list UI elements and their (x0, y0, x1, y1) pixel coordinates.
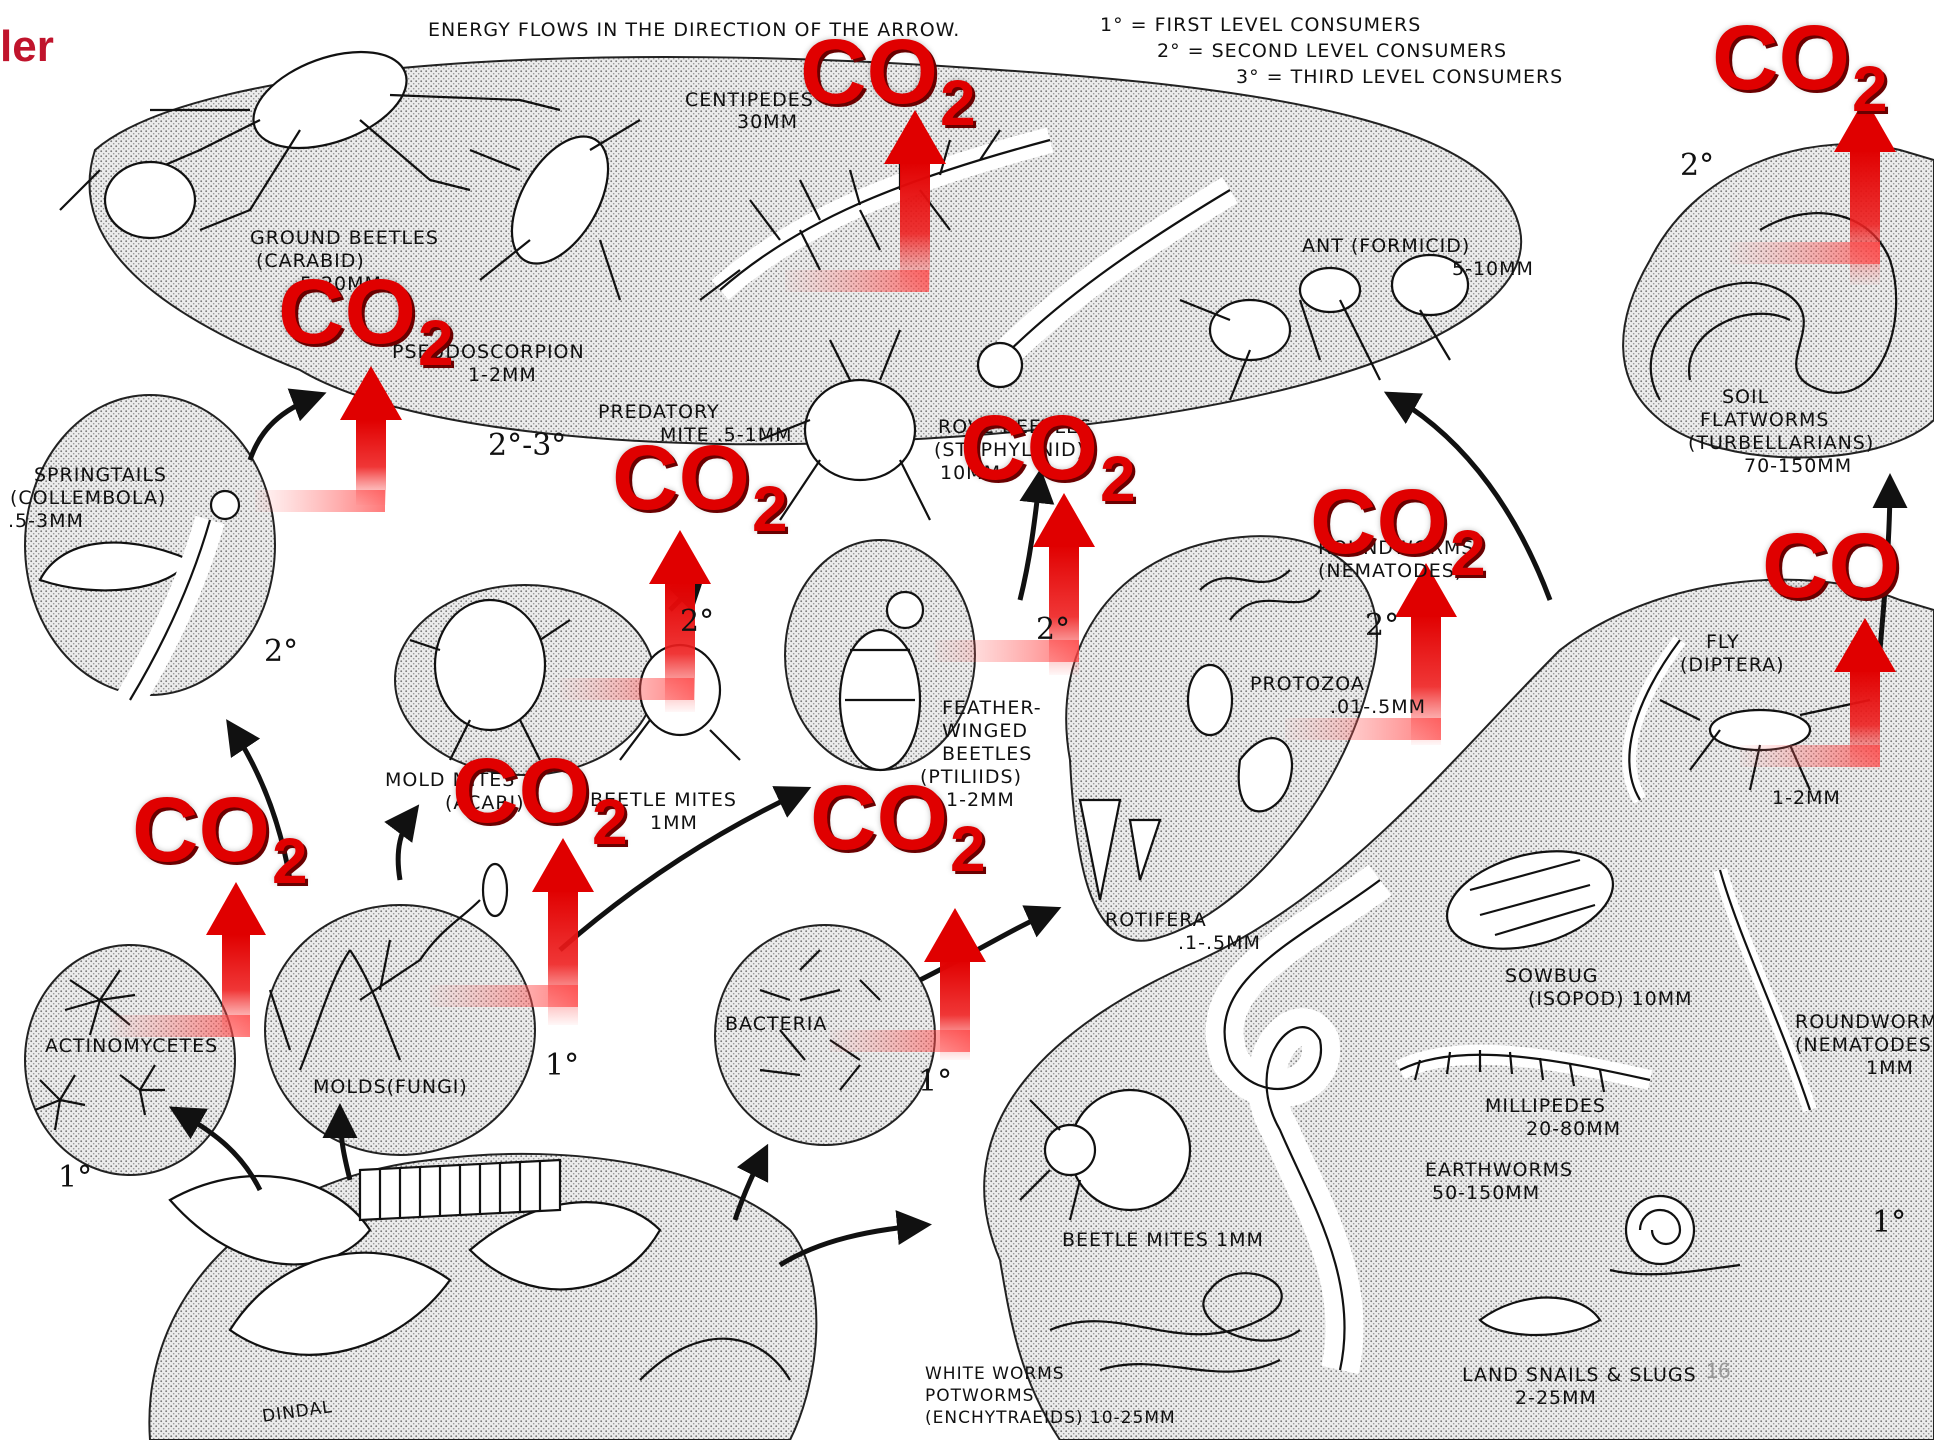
level-mark-2-springtail: 2° (264, 634, 298, 669)
level-mark-2-3: 2°-3° (488, 428, 566, 463)
label-nematodes-right: (NEMATODES) (1795, 1033, 1934, 1057)
co2-label-5: CO2 (800, 26, 976, 149)
label-springtails: SPRINGTAILS (34, 463, 167, 487)
level-mark-1-macro: 1° (1872, 1205, 1906, 1240)
label-earthworms: EARTHWORMS (1425, 1158, 1573, 1182)
level-mark-2-flatworm: 2° (1680, 148, 1714, 183)
label-molds: MOLDS(FUNGI) (313, 1075, 468, 1099)
label-ant-size: 5-10mm (1452, 257, 1534, 281)
label-protozoa: PROTOZOA (1250, 672, 1365, 696)
co2-label-6: CO2 (960, 402, 1136, 525)
page-number: 16 (1706, 1358, 1730, 1384)
label-ground-beetles: GROUND BEETLES (250, 226, 439, 250)
label-bacteria: BACTERIA (725, 1012, 827, 1036)
label-actinomycetes: ACTINOMYCETES (45, 1034, 218, 1058)
label-rotifera: ROTIFERA (1105, 908, 1207, 932)
label-millipedes: MILLIPEDES (1485, 1094, 1606, 1118)
label-snails-size: 2-25mm (1515, 1386, 1597, 1410)
label-flatworms-size: 70-150mm (1744, 454, 1852, 478)
co2-label-8: CO2 (1310, 476, 1486, 599)
legend-second-level: 2° = SECOND LEVEL CONSUMERS (1157, 39, 1507, 63)
label-collembola: (COLLEMBOLA) (10, 486, 166, 510)
co2-label-1: CO2 (132, 784, 308, 907)
corner-title-fragment: ler (0, 22, 54, 72)
co2-label-2: CO2 (452, 745, 628, 868)
label-feather: FEATHER- (942, 696, 1042, 720)
label-centipedes: CENTIPEDES (685, 88, 814, 112)
actinomycete-blob (25, 945, 235, 1175)
label-isopod: (ISOPOD) 10mm (1528, 987, 1693, 1011)
level-mark-1-bacteria: 1° (918, 1064, 952, 1099)
label-ant: ANT (FORMICID) (1302, 234, 1470, 258)
label-flatworms: FLATWORMS (1700, 408, 1829, 432)
co2-label-3: CO2 (278, 266, 454, 389)
label-winged: WINGED (942, 719, 1028, 743)
level-mark-2-feather: 2° (1036, 612, 1070, 647)
co2-label-9: CO2 (1712, 12, 1888, 135)
label-pseudoscorpion-size: 1-2mm (468, 363, 537, 387)
label-snails: LAND SNAILS & SLUGS (1462, 1363, 1697, 1387)
co2-label-10: CO (1762, 520, 1900, 612)
label-predatory-mite: PREDATORY (598, 400, 720, 424)
label-springtails-size: .5-3mm (8, 509, 84, 533)
level-mark-2-protozoa: 2° (1365, 608, 1399, 643)
mold-blob (265, 905, 535, 1155)
label-enchytraeids: (ENCHYTRAEIDS) 10-25mm (925, 1406, 1176, 1430)
level-mark-1-actino: 1° (58, 1160, 92, 1195)
label-potworms: POTWORMS (925, 1384, 1034, 1408)
label-turbellarians: (TURBELLARIANS) (1688, 431, 1874, 455)
label-protozoa-size: .01-.5mm (1330, 695, 1426, 719)
legend-first-level: 1° = FIRST LEVEL CONSUMERS (1100, 13, 1421, 37)
co2-label-4: CO2 (612, 432, 788, 555)
co2-label-7: CO2 (810, 772, 986, 895)
label-white-worms: WHITE WORMS (925, 1362, 1065, 1386)
label-diptera: (DIPTERA) (1680, 653, 1785, 677)
label-centipedes-size: 30mm (737, 110, 798, 134)
label-beetle-mites-mid-size: 1mm (650, 811, 698, 835)
label-sowbug: SOWBUG (1505, 964, 1598, 988)
label-roundworms-right-size: 1mm (1866, 1056, 1914, 1080)
legend-third-level: 3° = THIRD LEVEL CONSUMERS (1236, 65, 1563, 89)
label-beetle-mites-low: BEETLE MITES 1mm (1062, 1228, 1264, 1252)
level-mark-2-mite: 2° (680, 604, 714, 639)
label-rotifera-size: .1-.5mm (1178, 931, 1261, 955)
label-beetles: BEETLES (942, 742, 1032, 766)
label-roundworms-right: ROUNDWORMS (1795, 1010, 1934, 1034)
label-soil-flatworms: SOIL (1722, 385, 1769, 409)
arrow-springtail-to-pseudoscorpion (250, 395, 320, 460)
label-millipedes-size: 20-80mm (1526, 1117, 1621, 1141)
arrow-molds-to-moldmite (398, 810, 415, 880)
label-earthworms-size: 50-150mm (1432, 1181, 1540, 1205)
label-fly: FLY (1706, 630, 1740, 654)
level-mark-1-molds: 1° (545, 1048, 579, 1083)
label-fly-size: 1-2mm (1772, 786, 1841, 810)
